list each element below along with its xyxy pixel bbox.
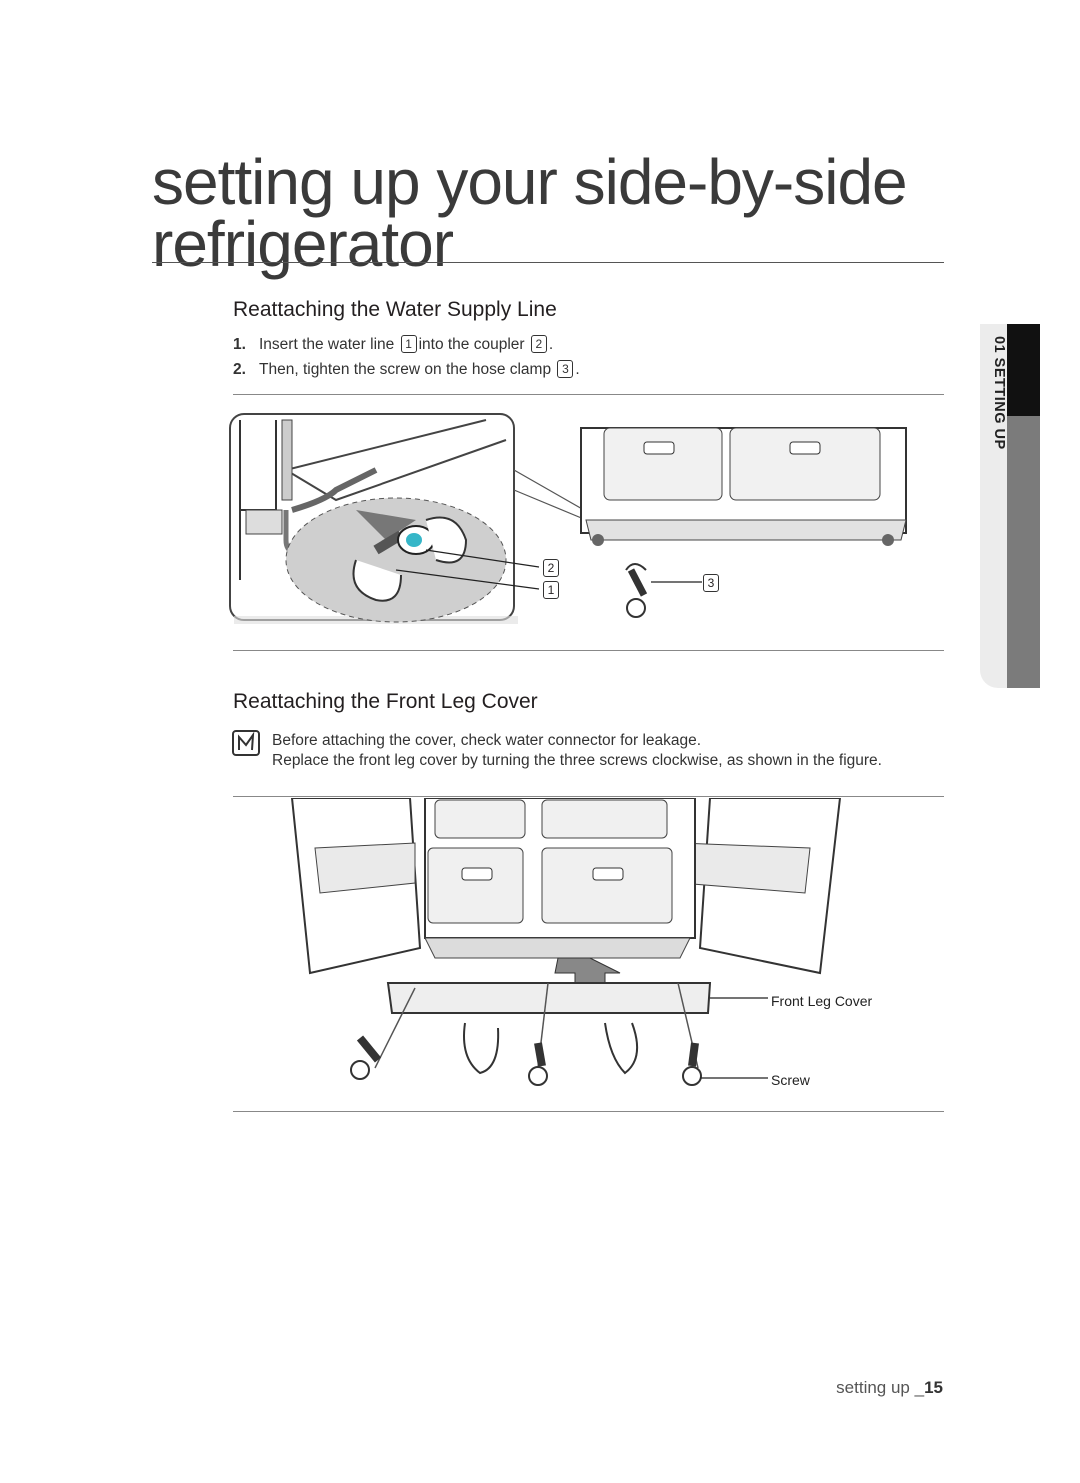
- step-text: Insert the water line: [259, 336, 395, 353]
- label-screw: Screw: [771, 1072, 810, 1088]
- side-tab-label: 01 SETTING UP: [991, 336, 1007, 450]
- note-line-2: Replace the front leg cover by turning t…: [272, 752, 882, 769]
- callout-2: 2: [543, 559, 559, 577]
- callout-badge: 2: [530, 335, 547, 353]
- divider: [233, 796, 944, 797]
- callout-1: 1: [543, 581, 559, 599]
- side-tab-bar: [1007, 416, 1040, 688]
- step-number: 2.: [233, 361, 246, 378]
- water-line-illustration: [229, 413, 907, 624]
- callout-badge: 1: [400, 335, 417, 353]
- divider: [233, 1111, 944, 1112]
- page-footer: setting up _15: [836, 1378, 943, 1398]
- section-heading-leg-cover: Reattaching the Front Leg Cover: [233, 690, 538, 713]
- divider: [233, 650, 944, 651]
- section-heading-water-supply: Reattaching the Water Supply Line: [233, 298, 557, 321]
- step-text: .: [548, 336, 554, 353]
- footer-prefix: setting up _: [836, 1378, 925, 1397]
- step-number: 1.: [233, 336, 246, 353]
- page-number: 15: [924, 1378, 943, 1397]
- step-text: Then, tighten the screw on the hose clam…: [259, 361, 552, 378]
- side-tab-active-marker: [1007, 324, 1040, 416]
- page-title-line1: setting up your side-by-side: [152, 146, 908, 218]
- label-front-leg-cover: Front Leg Cover: [771, 993, 873, 1009]
- title-underline: [152, 262, 944, 263]
- leg-cover-illustration: [290, 798, 842, 1086]
- step-2: 2. Then, tighten the screw on the hose cl…: [233, 360, 580, 379]
- page-title-line2: refrigerator: [152, 208, 454, 280]
- divider: [233, 394, 944, 395]
- callout-badge: 3: [557, 360, 574, 378]
- step-text: .: [575, 361, 580, 378]
- side-tab-background: [980, 324, 1007, 688]
- note-line-1: Before attaching the cover, check water …: [272, 732, 702, 749]
- step-text: into the coupler: [418, 336, 525, 353]
- note-icon: [232, 730, 260, 756]
- callout-3: 3: [703, 574, 719, 592]
